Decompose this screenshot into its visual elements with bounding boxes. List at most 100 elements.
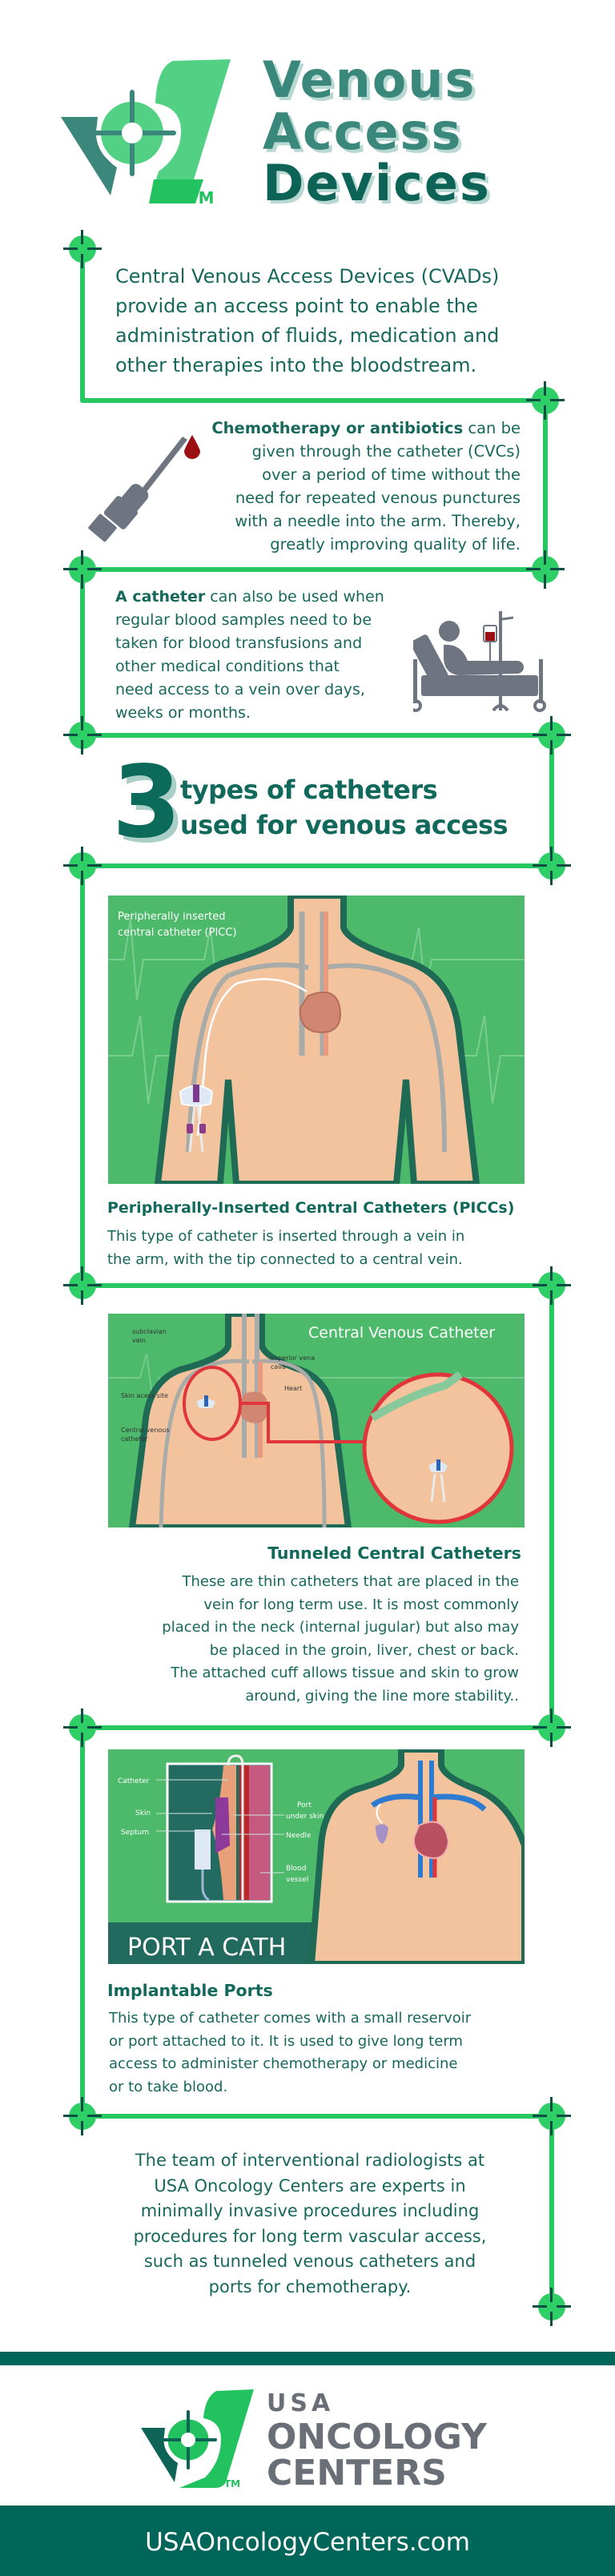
frame-line [80,398,548,403]
catheter-line: weeks or months. [115,704,251,722]
crosshair-marker-icon [533,2288,571,2326]
crosshair-marker-icon [533,716,571,755]
crosshair-marker-icon [526,550,565,589]
picc-image-label: Peripherally inserted [118,911,226,923]
frame-line [80,1283,554,1288]
svc-label: cava [271,1363,286,1371]
closing-paragraph: The team of interventional radiologists … [0,2148,615,2300]
logo-text-centers: CENTERS [267,2453,447,2493]
catheter-line: other medical conditions that [115,658,340,675]
ports-title: Implantable Ports [107,1981,273,2000]
central-venous-catheter-illustration: Central Venous Catheter subclavian vein … [108,1314,525,1527]
skin-site-label: Skin acess site [121,1392,168,1399]
frame-line [80,866,85,1286]
subclavian-label: vein [132,1337,146,1344]
frame-line [80,249,85,403]
cvc-label: catheter [121,1435,148,1443]
logo-text-oncology: ONCOLOGY [267,2417,487,2457]
chemo-lead: Chemotherapy or antibiotics [211,419,464,437]
page-title-line-3: Devices [263,154,491,212]
cvc-image-title: Central Venous Catheter [308,1324,495,1342]
skin-label: Skin [135,1809,151,1817]
crosshair-marker-icon [533,1709,571,1747]
frame-line [80,863,554,868]
tunneled-line: The attached cuff allows tissue and skin… [171,1664,519,1682]
catheter-label: Catheter [118,1777,150,1785]
chemo-paragraph: Chemotherapy or antibiotics can be given… [211,417,521,556]
crosshair-marker-icon [63,2097,102,2135]
ports-line: This type of catheter comes with a small… [109,2010,472,2027]
closing-line: minimally invasive procedures including [140,2201,480,2221]
cvc-label: Central venous [121,1427,170,1434]
catheter-paragraph: A catheter can also be used when regular… [115,586,384,725]
tunneled-line: vein for long term use. It is most commo… [203,1596,519,1613]
frame-line [80,733,554,738]
types-heading-line-1: types of catheters [180,775,438,805]
frame-line [549,1286,554,1728]
chemo-line: given through the catheter (CVCs) [251,442,521,461]
frame-line [80,567,548,572]
venous-logo: TM [61,59,231,207]
iv-needle-icon [88,435,200,542]
frame-line [549,2116,554,2307]
frame-line [80,1728,85,2119]
port-label: under skin [286,1813,324,1821]
crosshair-marker-icon [63,716,102,755]
closing-line: ports for chemotherapy. [208,2276,412,2296]
intro-line: provide an access point to enable the [115,295,478,317]
hospital-bed-transfusion-icon [413,611,546,712]
intro-line: other therapies into the bloodstream. [115,354,477,376]
intro-line: Central Venous Access Devices (CVADs) [115,265,500,288]
frame-line [80,2114,554,2119]
picc-line: the arm, with the tip connected to a cen… [107,1251,463,1268]
crosshair-marker-icon [63,550,102,589]
chemo-line: can be [468,419,521,437]
crosshair-marker-icon [63,1266,102,1305]
crosshair-marker-icon [533,2097,571,2135]
crosshair-marker-icon [533,847,571,885]
tunneled-description: These are thin catheters that are placed… [162,1571,519,1709]
chemo-line: with a needle into the arm. Thereby, [235,512,521,530]
types-count: 3 [112,745,182,860]
catheter-line: regular blood samples need to be [115,611,372,629]
port-a-cath-banner: PORT A CATH [127,1934,286,1962]
intro-line: administration of fluids, medication and [115,324,500,347]
picc-line: This type of catheter is inserted throug… [107,1228,465,1245]
vessel-label: Blood [286,1865,306,1873]
logo-tm: TM [187,188,215,207]
catheter-line: taken for blood transfusions and [115,634,363,652]
svc-label: superior vena [271,1354,315,1362]
ports-description: This type of catheter comes with a small… [109,2007,471,2099]
footer-band [0,2506,615,2576]
ports-line: access to administer chemotherapy or med… [109,2055,458,2072]
logo-text-usa: USA [267,2389,335,2417]
tunneled-line: These are thin catheters that are placed… [182,1573,519,1590]
intro-paragraph: Central Venous Access Devices (CVADs) pr… [115,262,499,380]
needle-label: Needle [286,1832,312,1840]
tunneled-line: around, giving the line more stability.. [245,1687,519,1705]
types-heading-line-2: used for venous access [180,810,508,840]
picc-image-label: central catheter (PICC) [118,927,237,939]
chemo-line: over a period of time without the [262,465,521,484]
frame-line [80,1725,554,1730]
crosshair-marker-icon [63,1709,102,1747]
crosshair-marker-icon [526,381,565,420]
picc-illustration: Peripherally inserted central catheter (… [108,896,525,1184]
ports-line: or port attached to it. It is used to gi… [109,2032,463,2050]
closing-line: USA Oncology Centers are experts in [154,2176,466,2196]
closing-line: procedures for long term vascular access… [133,2226,487,2246]
footer-logo-tm: TM [224,2478,240,2489]
website-link[interactable]: USAOncologyCenters.com [145,2528,470,2557]
heart-label: Heart [284,1385,302,1392]
crosshair-marker-icon [63,230,102,268]
septum-label: Septum [121,1829,149,1837]
chemo-line: need for repeated venous punctures [235,489,521,507]
divider-band [0,2352,615,2365]
tunneled-line: placed in the neck (internal jugular) bu… [162,1619,519,1636]
port-a-cath-illustration: PORT A CATH Catheter Skin Septum Port un… [108,1749,525,1964]
vessel-label: vessel [286,1876,308,1884]
usa-oncology-logo: TM [141,2389,254,2489]
closing-line: The team of interventional radiologists … [135,2151,485,2170]
catheter-line: need access to a vein over days, [115,681,365,698]
chemo-line: greatly improving quality of life. [270,535,521,553]
